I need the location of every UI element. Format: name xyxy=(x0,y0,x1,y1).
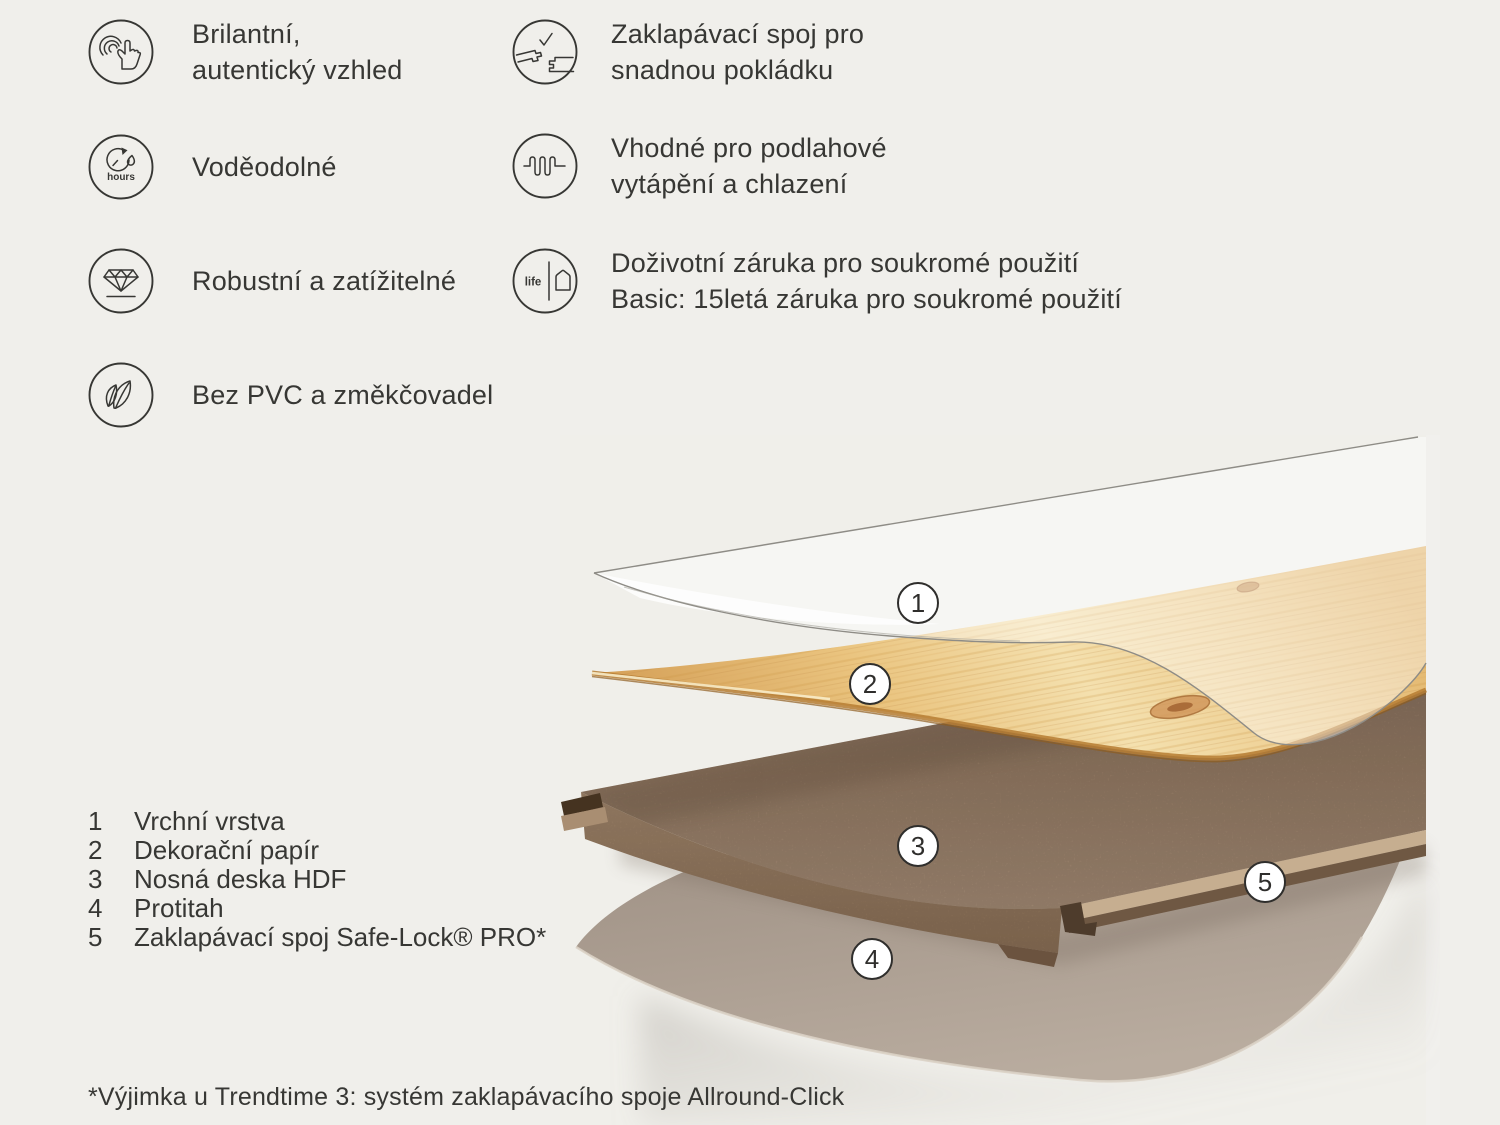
legend-number: 2 xyxy=(88,835,103,865)
feature-lifetime-warranty: life Doživotní záruka pro soukromé použi… xyxy=(512,245,1122,317)
svg-text:life: life xyxy=(525,277,542,289)
legend-number: 1 xyxy=(88,806,103,836)
wood-knot-small xyxy=(1236,581,1260,593)
legend-label: Protitah xyxy=(134,893,224,923)
feature-waterproof: hours Voděodolné xyxy=(88,131,337,203)
svg-text:3: 3 xyxy=(911,831,925,861)
svg-text:5: 5 xyxy=(1258,867,1272,897)
legend-label: Nosná deska HDF xyxy=(134,864,347,894)
feature-label: Robustní a zatížitelné xyxy=(192,266,457,296)
layer-badge-5: 5 xyxy=(1244,861,1286,903)
floor-shadow xyxy=(640,865,1426,1125)
feature-label: Doživotní záruka pro soukromé použití Ba… xyxy=(611,248,1122,314)
layer-badge-4: 4 xyxy=(851,938,893,980)
svg-text:1: 1 xyxy=(911,588,925,618)
svg-text:hours: hours xyxy=(107,172,135,183)
diamond-icon xyxy=(88,248,154,314)
legend-number: 3 xyxy=(88,864,103,894)
feature-click-joint: Zaklapávací spoj pro snadnou pokládku xyxy=(512,16,864,88)
layer-badge-1: 1 xyxy=(897,582,939,624)
legend-label: Dekorační papír xyxy=(134,835,319,865)
wood-knot xyxy=(1149,694,1211,720)
feature-authentic-look: Brilantní, autentický vzhled xyxy=(88,16,403,88)
legend-label: Zaklapávací spoj Safe-Lock® PRO* xyxy=(134,922,547,952)
feature-label: Zaklapávací spoj pro snadnou pokládku xyxy=(611,19,865,85)
legend-item: 4 Protitah xyxy=(88,894,546,923)
legend-number: 5 xyxy=(88,922,103,952)
groove-slot xyxy=(561,793,603,816)
flooring-layers-illustration: 1 2 3 4 5 xyxy=(560,435,1440,1125)
layer-legend: 1 Vrchní vrstva 2 Dekorační papír 3 Nosn… xyxy=(88,807,546,952)
safe-lock-strip xyxy=(1062,830,1426,922)
touch-icon xyxy=(88,19,154,85)
legend-label: Vrchní vrstva xyxy=(134,806,285,836)
footnote: *Výjimka u Trendtime 3: systém zaklapáva… xyxy=(88,1083,845,1111)
click-joint-icon xyxy=(512,19,578,85)
legend-item: 1 Vrchní vrstva xyxy=(88,807,546,836)
feature-label: Voděodolné xyxy=(192,152,337,182)
feature-label: Brilantní, autentický vzhled xyxy=(192,19,403,85)
layer-badge-2: 2 xyxy=(849,663,891,705)
layer-badge-3: 3 xyxy=(897,825,939,867)
leaves-icon xyxy=(88,362,154,428)
floor-heating-icon xyxy=(512,133,578,199)
svg-text:2: 2 xyxy=(863,669,877,699)
feature-no-pvc: Bez PVC a změkčovadel xyxy=(88,359,493,431)
decor-layer xyxy=(591,546,1427,763)
legend-item: 3 Nosná deska HDF xyxy=(88,865,546,894)
wear-layer xyxy=(593,436,1427,746)
legend-item: 5 Zaklapávací spoj Safe-Lock® PRO* xyxy=(88,923,546,952)
legend-item: 2 Dekorační papír xyxy=(88,836,546,865)
feature-robust: Robustní a zatížitelné xyxy=(88,245,456,317)
feature-floor-heating: Vhodné pro podlahové vytápění a chlazení xyxy=(512,130,887,202)
svg-text:4: 4 xyxy=(865,944,879,974)
lifetime-warranty-icon: life xyxy=(512,248,578,314)
feature-label: Bez PVC a změkčovadel xyxy=(192,380,494,410)
hours-icon: hours xyxy=(88,134,154,200)
legend-number: 4 xyxy=(88,893,103,923)
feature-label: Vhodné pro podlahové vytápění a chlazení xyxy=(611,133,887,199)
